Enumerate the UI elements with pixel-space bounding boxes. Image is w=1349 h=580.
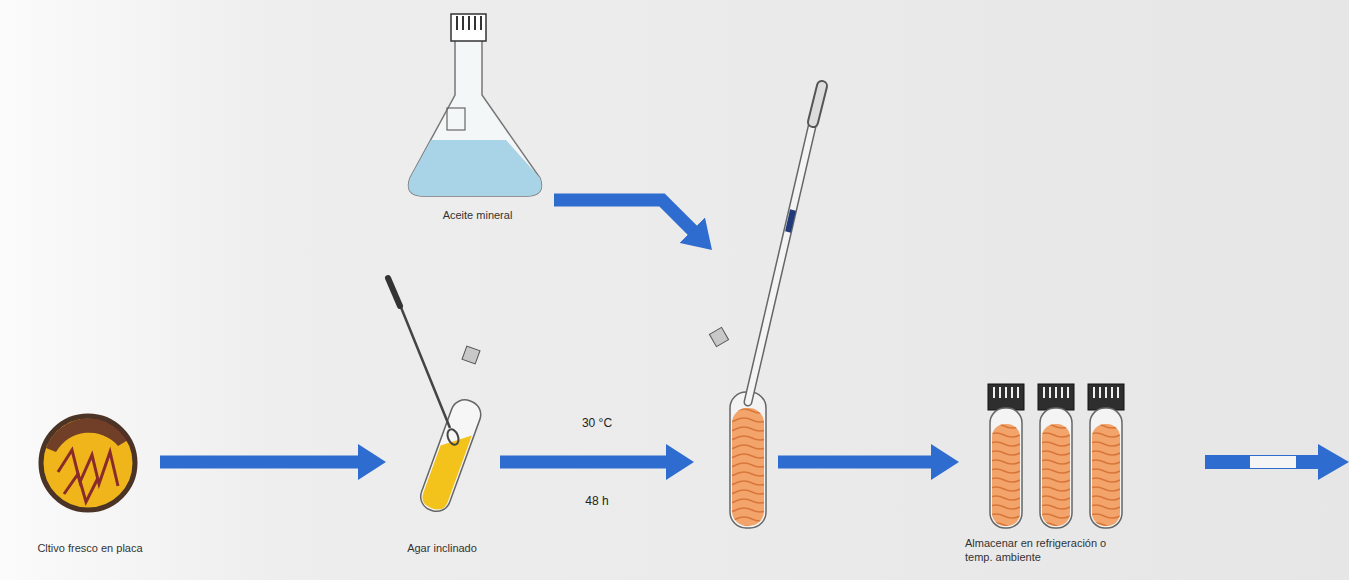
pipette-mark — [788, 210, 793, 232]
loop-tip — [445, 428, 460, 447]
stored-tube — [1088, 384, 1124, 528]
caption-text: Agar inclinado — [392, 541, 492, 555]
slant-agar: Agar inclinado — [392, 295, 492, 555]
pipette-body — [748, 118, 814, 402]
colony-streak — [64, 474, 98, 502]
dish-rim — [41, 416, 135, 510]
continue-arrow — [1205, 444, 1349, 480]
edge-label: 30 °C — [582, 416, 612, 430]
inoculating-loop — [398, 300, 450, 428]
stored-tube — [988, 384, 1024, 528]
covered-tube — [700, 250, 770, 530]
caption: Agar inclinado — [392, 541, 492, 555]
arrow-gap — [1250, 456, 1296, 468]
flow-arrow — [554, 200, 696, 234]
flask-label — [447, 108, 465, 130]
petri-dish — [41, 416, 135, 510]
caption-text: Aceite mineral — [405, 208, 550, 222]
agar-growth — [732, 408, 764, 526]
pipette-bulb — [813, 86, 822, 122]
slant-agar-tube — [388, 278, 485, 515]
caption: Aceite mineral — [405, 208, 550, 222]
incubation-time: 48 h — [585, 494, 608, 508]
tube-glass — [730, 392, 766, 528]
stored-tubes: Almacenar en refrigeración o temp. ambie… — [965, 378, 1140, 564]
pipette-bulb-fill — [813, 86, 822, 122]
tube-cap — [709, 327, 728, 346]
caption: Almacenar en refrigeración o temp. ambie… — [965, 536, 1117, 564]
agar-slant — [419, 427, 471, 513]
culture-plate: Cltivo fresco en placa — [28, 410, 152, 555]
cap-ridges — [457, 16, 481, 30]
arrow-head — [1318, 444, 1349, 480]
caption-text: Cltivo fresco en placa — [28, 541, 152, 555]
caption: Cltivo fresco en placa — [28, 541, 152, 555]
caption-text: Almacenar en refrigeración o temp. ambie… — [965, 536, 1117, 564]
arrow-shaft — [1205, 455, 1323, 469]
colony-streak — [58, 450, 118, 486]
flow-arrow — [500, 456, 672, 469]
flask — [409, 14, 542, 196]
stored-tube — [1038, 384, 1074, 528]
flow-arrow — [160, 456, 364, 469]
agar — [732, 408, 764, 526]
tube-glass — [417, 396, 485, 515]
stored-tubes — [988, 384, 1124, 528]
flow-arrow — [778, 456, 937, 469]
oil-flask: Aceite mineral — [405, 10, 550, 222]
mineral-oil — [409, 140, 542, 196]
flask-cap — [451, 14, 486, 41]
flask-glass — [409, 40, 542, 196]
pipette-glass — [748, 118, 814, 402]
dish-shadow — [46, 418, 128, 452]
tube-cap — [462, 346, 480, 364]
loop-handle — [388, 278, 400, 306]
